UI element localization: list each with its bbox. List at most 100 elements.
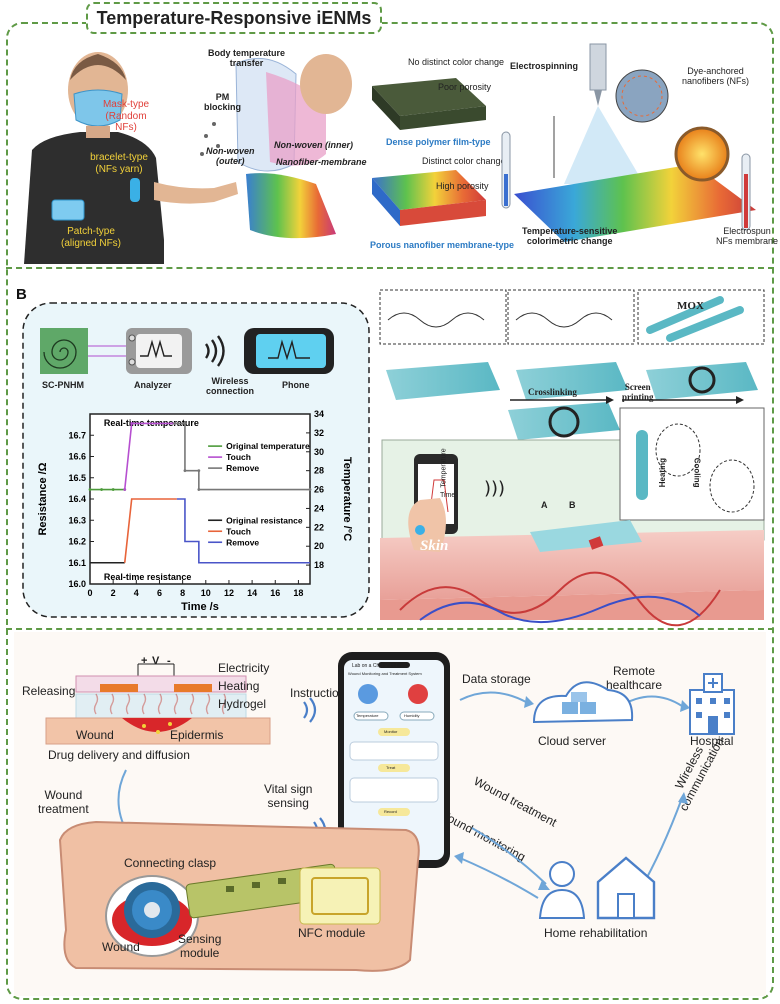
phone-monitor-button[interactable]: Monitor: [384, 729, 398, 734]
y2-tick-label: 32: [314, 428, 324, 438]
smartphone-app: [338, 652, 450, 868]
legend-top-label: Remove: [226, 463, 259, 473]
x-tick-label: 4: [134, 588, 139, 598]
temperature-data-point: [123, 488, 127, 491]
nonwoven-inner-label: Non-woven (inner): [274, 140, 353, 150]
patch-type-label: Patch-type(aligned NFs): [60, 226, 122, 249]
y-tick-label: 16.5: [68, 473, 86, 483]
electrospinning-illustration: [501, 43, 756, 242]
x-tick-label: 8: [180, 588, 185, 598]
x-tick-label: 16: [270, 588, 280, 598]
analyzer-label: Analyzer: [134, 380, 172, 390]
heating-label-c: Heating: [218, 679, 260, 693]
x-tick-label: 0: [87, 588, 92, 598]
phone-app-subtitle: Wound Monitoring and Treatment System: [348, 671, 422, 676]
screen-time-label: Time: [440, 492, 456, 499]
y2-axis-label: Temperature /°C: [341, 457, 353, 541]
y-tick-label: 16.4: [68, 494, 86, 504]
panel-c-arrows-and-icons: [117, 673, 735, 920]
legend-top-label: Touch: [226, 452, 251, 462]
phone-humidity-button[interactable]: Humidity: [404, 713, 420, 718]
high-porosity-label: High porosity: [436, 181, 489, 191]
y2-tick-label: 34: [314, 409, 324, 419]
wound-label-bottom: Wound: [102, 940, 140, 954]
y-tick-label: 16.2: [68, 537, 86, 547]
process-arrows: [510, 396, 744, 404]
dense-film-label: Dense polymer film-type: [386, 137, 491, 147]
person-illustration: [14, 40, 240, 264]
legend-bottom-label: Touch: [226, 526, 251, 536]
wireless-signal-icon: ))): [484, 478, 506, 499]
terminal-b-label: B: [569, 500, 576, 510]
nanofiber-membrane-label: Nanofiber-membrane: [276, 157, 367, 167]
x-tick-label: 10: [201, 588, 211, 598]
electricity-label: Electricity: [218, 661, 270, 675]
bracelet-type-label: bracelet-type(NFs yarn): [90, 152, 148, 175]
screen-temperature-label: Temperature: [440, 448, 448, 488]
connecting-clasp-label: Connecting clasp: [124, 856, 217, 870]
mask-type-label: Mask-type(Random NFs): [102, 99, 150, 133]
x-tick-label: 18: [293, 588, 303, 598]
skin-patch-illustration: [379, 289, 765, 627]
y2-tick-label: 30: [314, 447, 324, 457]
temperature-data-point: [183, 422, 187, 425]
y-tick-label: 16.7: [68, 430, 86, 440]
distinct-color-change-label: Distinct color change: [422, 156, 506, 166]
porosity-comparison-illustration: [372, 78, 486, 226]
legend-bottom-label: Remove: [226, 537, 259, 547]
y2-tick-label: 22: [314, 522, 324, 532]
y-tick-label: 16.1: [68, 558, 86, 568]
x-tick-label: 12: [224, 588, 234, 598]
phone-label: Phone: [282, 380, 310, 390]
x-axis-label: Time /s: [181, 601, 219, 613]
porous-membrane-label: Porous nanofiber membrane-type: [370, 240, 515, 250]
temperature-data-point: [88, 488, 92, 491]
hydrogel-label: Hydrogel: [218, 697, 267, 711]
nonwoven-outer-label: Non-woven(outer): [206, 146, 255, 167]
drug-delivery-label: Drug delivery and diffusion: [48, 748, 190, 762]
data-storage-label: Data storage: [462, 672, 531, 686]
nfc-module-label: NFC module: [298, 926, 366, 940]
y-tick-label: 16.6: [68, 452, 86, 462]
poor-porosity-label: Poor porosity: [438, 82, 492, 92]
drug-delivery-device: [45, 663, 271, 745]
voltage-label: V: [152, 655, 160, 667]
temperature-data-point: [183, 469, 187, 473]
x-tick-label: 6: [157, 588, 162, 598]
y-tick-label: 16.3: [68, 515, 86, 525]
x-tick-label: 14: [247, 588, 257, 598]
phone-record-button[interactable]: Record: [384, 809, 397, 814]
phone-temperature-button[interactable]: Temperature: [356, 713, 379, 718]
mask-layers-illustration: [200, 54, 352, 239]
chart-bottom-title: Real-time resistance: [104, 572, 192, 582]
y2-tick-label: 26: [314, 485, 324, 495]
heating-label: Heating: [658, 457, 668, 488]
home-rehabilitation-label: Home rehabilitation: [544, 926, 648, 940]
phone-app-title: Lab on a Chip of HIT: [352, 663, 399, 669]
temperature-data-point: [111, 488, 115, 491]
sc-pnhm-label: SC-PNHM: [42, 380, 84, 390]
y2-tick-label: 24: [314, 503, 324, 513]
panel-b-label: B: [16, 286, 27, 303]
y-tick-label: 16.0: [68, 579, 86, 589]
phone-treat-button[interactable]: Treat: [386, 765, 396, 770]
resistance-series-line: [123, 498, 177, 563]
temperature-data-point: [308, 488, 312, 491]
separator-b-c: [6, 628, 774, 630]
cloud-server-label: Cloud server: [538, 734, 607, 748]
y2-tick-label: 18: [314, 560, 324, 570]
minus-sign: -: [167, 655, 171, 667]
terminal-a-label: A: [541, 500, 548, 510]
no-color-change-label: No distinct color change: [408, 57, 505, 67]
hospital-label: Hospital: [690, 734, 734, 748]
instruction-label: Instruction: [290, 686, 346, 700]
wound-label-top: Wound: [76, 728, 114, 742]
